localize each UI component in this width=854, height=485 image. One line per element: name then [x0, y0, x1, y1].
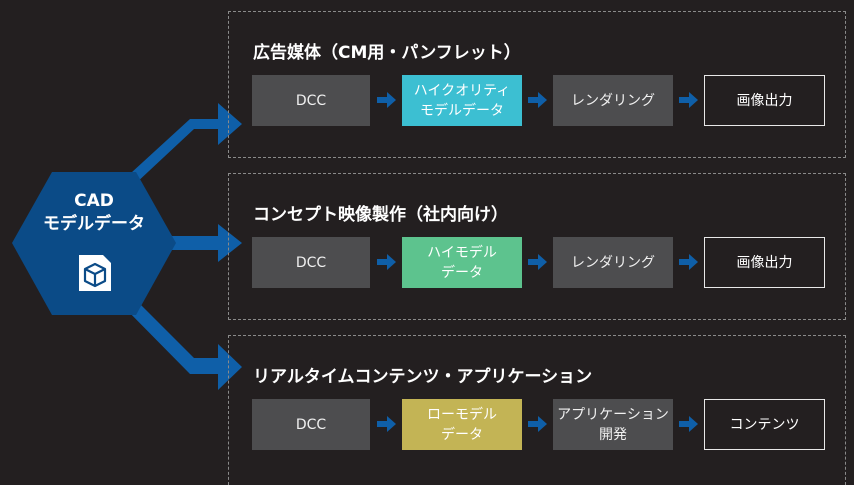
arrow-right-icon	[679, 254, 698, 270]
arrow-right-icon	[679, 92, 698, 108]
step-dcc: DCC	[252, 399, 370, 450]
arrow-right-icon	[377, 416, 396, 432]
workflow-panel-advertising: 広告媒体（CM用・パンフレット） DCC ハイクオリティ モデルデータ レンダリ…	[228, 11, 846, 158]
step-dcc: DCC	[252, 237, 370, 288]
step-model-data: ハイモデル データ	[402, 237, 522, 288]
step-output: 画像出力	[704, 75, 825, 126]
step-model-data: ハイクオリティ モデルデータ	[402, 75, 522, 126]
arrow-right-icon	[377, 254, 396, 270]
workflow-panel-realtime: リアルタイムコンテンツ・アプリケーション DCC ローモデル データ アプリケー…	[228, 335, 846, 485]
hub-label-model-data: モデルデータ	[43, 214, 145, 234]
step-app-development: アプリケーション 開発	[553, 399, 673, 450]
cube-document-icon	[79, 255, 111, 291]
arrow-right-icon	[377, 92, 396, 108]
arrow-right-icon	[528, 416, 547, 432]
step-rendering: レンダリング	[553, 75, 673, 126]
arrow-right-icon	[528, 92, 547, 108]
step-dcc: DCC	[252, 75, 370, 126]
connector-arrow-middle	[160, 224, 242, 262]
panel-title: リアルタイムコンテンツ・アプリケーション	[253, 367, 593, 387]
step-contents: コンテンツ	[704, 399, 825, 450]
step-rendering: レンダリング	[553, 237, 673, 288]
arrow-right-icon	[679, 416, 698, 432]
connector-arrow-bottom	[120, 298, 242, 390]
hub-label-cad: CAD	[74, 191, 114, 211]
panel-title: 広告媒体（CM用・パンフレット）	[253, 43, 521, 63]
step-model-data: ローモデル データ	[402, 399, 522, 450]
arrow-right-icon	[528, 254, 547, 270]
connector-arrow-top	[120, 103, 242, 185]
hub-hexagon	[12, 172, 176, 315]
panel-title: コンセプト映像製作（社内向け）	[253, 205, 508, 225]
step-output: 画像出力	[704, 237, 825, 288]
workflow-panel-concept-video: コンセプト映像製作（社内向け） DCC ハイモデル データ レンダリング 画像出…	[228, 173, 846, 320]
